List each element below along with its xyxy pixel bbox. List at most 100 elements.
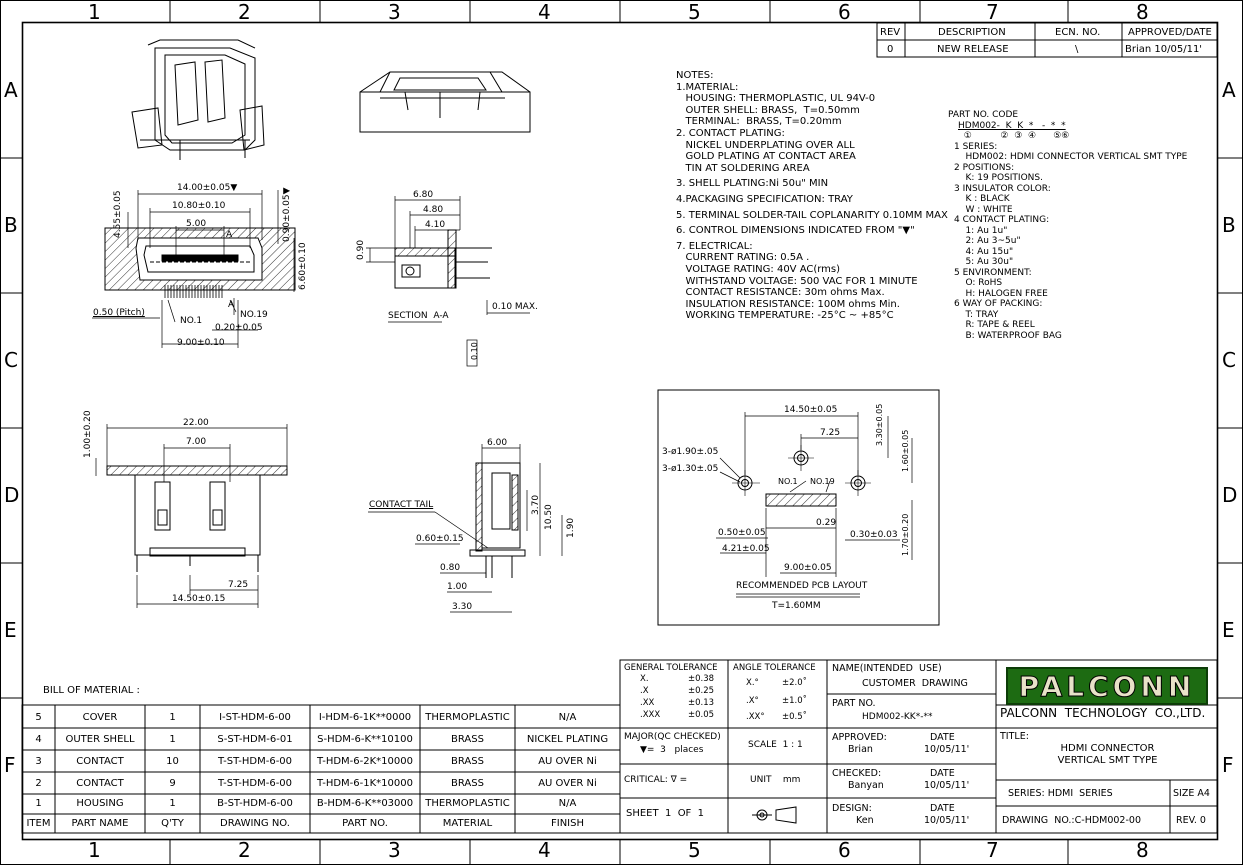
tol-key: .XXX — [640, 710, 661, 720]
bom-cell: N/A — [558, 712, 577, 723]
dim-front-455: 4.55±0.05 — [113, 190, 123, 238]
part-code-line: HDM002: HDMI CONNECTOR VERTICAL SMT TYPE — [954, 152, 1188, 162]
scale-label: SCALE 1 : 1 — [748, 740, 803, 750]
design-date-label: DATE — [930, 803, 955, 814]
part-code-line: 1 SERIES: — [954, 141, 998, 152]
dim-pcb-160: 1.60±0.05 — [901, 429, 910, 472]
dim-pitch: 0.50 (Pitch) — [93, 308, 145, 318]
zone-row-d: D — [4, 483, 20, 507]
bom-cell: I-ST-HDM-6-00 — [219, 712, 291, 723]
note-line: 6. CONTROL DIMENSIONS INDICATED FROM "▼" — [676, 225, 915, 237]
checked-date: 10/05/11' — [924, 780, 970, 791]
note-line: INSULATION RESISTANCE: 100M ohms Min. — [676, 298, 900, 310]
dim-section-410: 4.10 — [425, 220, 446, 230]
rev-approved: Brian 10/05/11' — [1125, 44, 1203, 55]
bom-cell: AU OVER Ni — [538, 778, 597, 789]
zone-col-1-bottom: 1 — [88, 838, 101, 862]
dim-section-max: 0.10 MAX. — [492, 302, 538, 312]
iso-view-front — [131, 39, 265, 160]
dim-side-060: 0.60±0.15 — [416, 534, 464, 544]
zone-row-f: F — [4, 753, 16, 777]
bom-header: Q'TY — [161, 818, 184, 829]
part-code-pattern: HDM002- K K * - * * — [958, 120, 1066, 131]
bom-cell: I-HDM-6-1K**0000 — [318, 712, 412, 723]
part-code-line: B: WATERPROOF BAG — [954, 330, 1062, 341]
angle-value: ±2.0˚ — [782, 678, 807, 688]
angle-key: .XX° — [746, 712, 765, 722]
dim-side-100: 1.00 — [447, 582, 468, 592]
zone-col-4: 4 — [538, 0, 551, 24]
note-line: 7. ELECTRICAL: — [676, 240, 753, 252]
bom-header: PART NAME — [71, 818, 129, 829]
note-line: WORKING TEMPERATURE: -25°C ~ +85°C — [676, 310, 894, 322]
bom-cell: T-ST-HDM-6-00 — [217, 778, 293, 789]
rev-ecn: \ — [1075, 44, 1079, 55]
drawing-number: DRAWING NO.:C-HDM002-00 — [1002, 815, 1141, 826]
dim-side-330: 3.30 — [452, 602, 473, 612]
note-line: 3. SHELL PLATING:Ni 50u" MIN — [676, 178, 829, 190]
bom-cell: B-HDM-6-K**03000 — [316, 798, 414, 809]
name-value: CUSTOMER DRAWING — [862, 678, 968, 689]
rev-approved-header: APPROVED/DATE — [1128, 27, 1212, 38]
part-no-value: HDM002-KK*-** — [862, 712, 933, 722]
note-line: WITHSTAND VOLTAGE: 500 VAC FOR 1 MINUTE — [676, 275, 918, 287]
dim-bottom-1450: 14.50±0.15 — [172, 594, 226, 604]
tol-key: .X — [640, 686, 649, 696]
title-block-grid — [619, 659, 1218, 834]
bom-cell: THERMOPLASTIC — [425, 798, 510, 809]
bom-cell: COVER — [82, 712, 118, 723]
part-code-line: 2 POSITIONS: — [954, 162, 1015, 173]
notes-block: NOTES: 1.MATERIAL: HOUSING: THERMOPLASTI… — [676, 70, 948, 322]
dim-pcb-029: 0.29 — [816, 518, 837, 528]
angle-key: X.° — [746, 678, 759, 688]
note-line: TIN AT SOLDERING AREA — [676, 162, 810, 174]
rev-value: 0 — [887, 44, 894, 55]
dim-section-480: 4.80 — [423, 205, 444, 215]
zone-row-b-right: B — [1222, 213, 1236, 237]
rev-description-header: DESCRIPTION — [938, 27, 1006, 38]
title-label: TITLE: — [1000, 731, 1029, 742]
zone-col-3: 3 — [388, 0, 401, 24]
zone-row-b: B — [4, 213, 18, 237]
dim-section-090: 0.90 — [356, 239, 366, 260]
zone-col-5: 5 — [688, 0, 701, 24]
zone-col-5-bottom: 5 — [688, 838, 701, 862]
tol-key: X. — [640, 674, 649, 684]
section-view — [366, 196, 530, 367]
section-mark-a-top: A — [226, 230, 233, 240]
tol-value: ±0.38 — [688, 674, 715, 684]
dim-bottom-725: 7.25 — [228, 580, 249, 590]
note-line: 4.PACKAGING SPECIFICATION: TRAY — [676, 193, 853, 205]
dim-pcb-330: 3.30±0.05 — [875, 403, 884, 446]
logo-text: PALCONN — [1018, 669, 1196, 703]
projection-symbol — [752, 806, 797, 824]
palconn-logo: PALCONN — [1006, 667, 1208, 705]
dim-pcb-725: 7.25 — [820, 428, 841, 438]
bom-header: ITEM — [26, 818, 51, 829]
dim-pcb-900: 9.00±0.05 — [784, 563, 832, 573]
part-code-line: W : WHITE — [954, 204, 1013, 215]
title-line-2: VERTICAL SMT TYPE — [1057, 755, 1158, 766]
approved-name: Brian — [848, 744, 873, 755]
part-code-line: 2: Au 3~5u" — [954, 236, 1021, 246]
bom-cell: T-ST-HDM-6-00 — [217, 756, 293, 767]
design-name: Ken — [856, 815, 874, 826]
zone-col-8: 8 — [1136, 0, 1149, 24]
general-tolerance-title: GENERAL TOLERANCE — [624, 663, 718, 673]
zone-col-7-bottom: 7 — [986, 838, 999, 862]
zone-col-1: 1 — [88, 0, 101, 24]
part-code-line: 6 WAY OF PACKING: — [954, 299, 1043, 309]
bom-cell: BRASS — [451, 756, 484, 767]
pcb-layout — [657, 389, 940, 626]
dim-bottom-22: 22.00 — [183, 418, 209, 428]
zone-row-c-right: C — [1222, 348, 1236, 372]
bom-cell: HOUSING — [76, 798, 124, 809]
bom-cell: 1 — [35, 798, 42, 809]
part-code-block: PART NO. CODE HDM002- K K * - * * ① ② ③ … — [948, 110, 1187, 341]
bom-cell: BRASS — [451, 778, 484, 789]
part-code-line: 4 CONTACT PLATING: — [954, 215, 1050, 225]
dim-side-190: 1.90 — [566, 517, 576, 538]
note-line: GOLD PLATING AT CONTACT AREA — [676, 151, 856, 163]
bom-grid — [21, 704, 621, 834]
section-label: SECTION A-A — [388, 311, 449, 321]
